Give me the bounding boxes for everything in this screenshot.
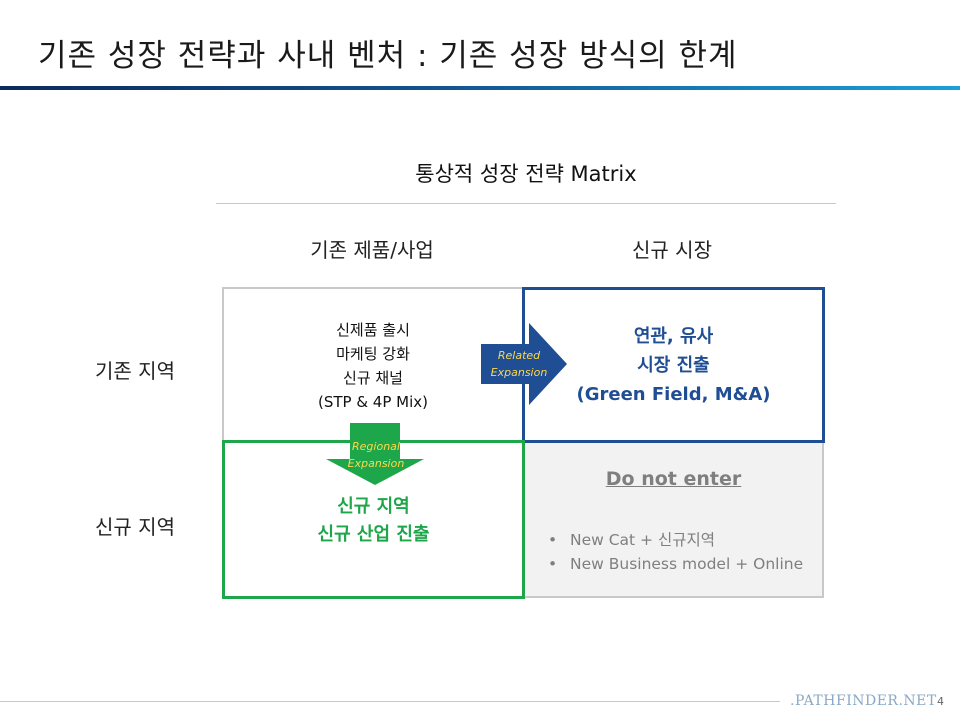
matrix-cell-do-not-enter <box>522 440 824 598</box>
top-left-line: 신제품 출시 <box>336 321 410 339</box>
regional-expansion-label: Regional Expansion <box>347 440 405 470</box>
bottom-left-cell-text: 신규 지역 신규 산업 진출 <box>222 493 525 549</box>
slide-title: 기존 성장 전략과 사내 벤처 : 기존 성장 방식의 한계 <box>38 38 738 74</box>
row-header-new-region: 신규 지역 <box>95 515 175 539</box>
top-right-line: 연관, 유사 <box>633 326 714 347</box>
matrix-title-divider <box>216 203 836 204</box>
footer-divider <box>0 701 780 702</box>
bullet-dot-icon: • <box>548 531 558 549</box>
right-arrow-icon <box>481 323 567 405</box>
bottom-left-line: 신규 산업 진출 <box>317 524 430 545</box>
col-header-existing-product: 기존 제품/사업 <box>310 238 434 262</box>
top-left-cell-text: 신제품 출시 마케팅 강화 신규 채널 (STP & 4P Mix) <box>222 318 524 414</box>
do-not-enter-heading: Do not enter <box>605 468 742 490</box>
top-right-cell-text: 연관, 유사 시장 진출 (Green Field, M&A) <box>522 322 825 409</box>
col-header-new-market: 신규 시장 <box>632 238 712 262</box>
matrix-cell-regional-expansion <box>222 440 525 599</box>
matrix-cell-existing-existing <box>222 287 524 442</box>
list-item: •New Business model + Online <box>548 555 804 573</box>
bullet-dot-icon: • <box>548 555 558 573</box>
top-left-line: (STP & 4P Mix) <box>317 393 428 411</box>
page-number: 4 <box>937 695 944 708</box>
do-not-enter-list: •New Cat + 신규지역 •New Business model + On… <box>548 528 823 582</box>
footer-logo: .PATHFINDER.NET <box>790 693 937 709</box>
list-item: •New Cat + 신규지역 <box>548 531 716 549</box>
matrix-title: 통상적 성장 전략 Matrix <box>415 162 637 186</box>
top-right-line: (Green Field, M&A) <box>576 384 771 405</box>
top-left-line: 마케팅 강화 <box>336 345 410 363</box>
title-divider <box>0 86 960 90</box>
related-expansion-label: Related Expansion <box>490 349 548 379</box>
top-right-line: 시장 진출 <box>637 355 710 376</box>
matrix-cell-related-expansion <box>522 287 825 443</box>
top-left-line: 신규 채널 <box>343 369 403 387</box>
row-header-existing-region: 기존 지역 <box>95 359 175 383</box>
down-arrow-icon <box>326 423 424 485</box>
bottom-left-line: 신규 지역 <box>337 496 410 517</box>
